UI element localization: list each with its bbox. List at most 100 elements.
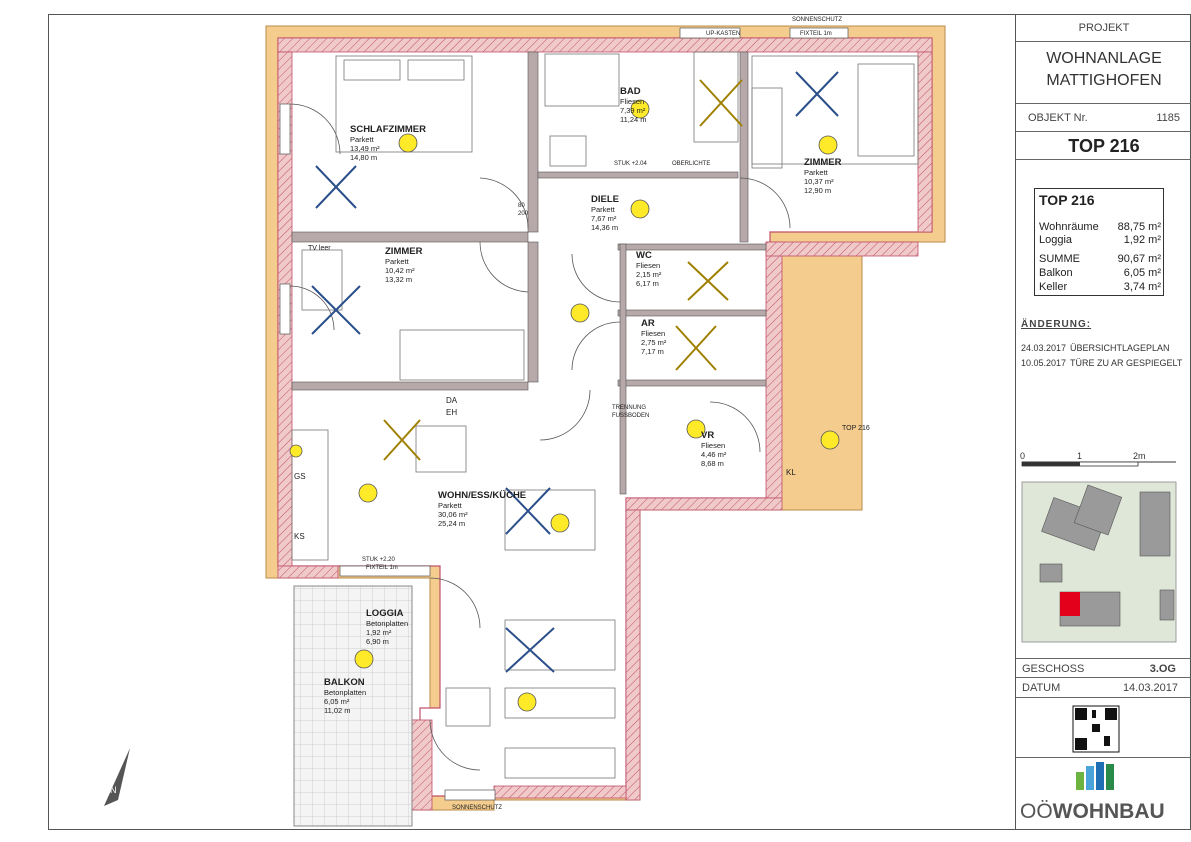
label-ks: KS [294,532,305,541]
objekt-label: OBJEKT Nr. [1028,112,1088,124]
room-floor: Parkett [804,168,828,177]
area-row-value: 1,92 m² [1123,234,1161,246]
project-name-row: WOHNANLAGE MATTIGHOFEN [1016,42,1191,104]
label-sonnenschutz: SONNENSCHUTZ [792,17,843,23]
furniture [291,51,919,779]
logo-text: OÖWOHNBAU [1020,800,1165,824]
room-area: 2,75 m² [641,338,667,347]
area-row-value: 3,74 m² [1123,281,1161,293]
room-name: BAD [620,86,641,97]
room-perimeter: 8,68 m [701,459,724,468]
area-row-label: Wohnräume [1039,221,1099,233]
area-row-value: 6,05 m² [1123,267,1161,279]
area-row-label: SUMME [1039,253,1080,265]
room-floor: Fliesen [641,329,666,338]
room-area: 7,39 m² [620,106,646,115]
room-name: LOGGIA [366,608,404,619]
wall-loggia-left [411,719,433,811]
room-perimeter: 14,80 m [350,153,378,162]
datum-row: DATUM 14.03.2017 [1016,678,1191,698]
room-floor: Parkett [438,501,462,510]
top-title: TOP 216 [1068,136,1140,156]
ceiling-lights [289,99,840,712]
room-area: 30,06 m² [438,510,468,519]
area-row-label: Loggia [1039,234,1073,246]
room-area: 4,46 m² [701,450,727,459]
room-area: 13,49 m² [350,144,380,153]
room-floor: Parkett [385,257,409,266]
room-floor: Parkett [591,205,615,214]
label-north: N [110,785,117,795]
label-up-kasten: UP-KASTEN [706,31,741,37]
logo-text-2: WOHNBAU [1052,800,1165,823]
change-date: 24.03.2017 [1021,343,1067,353]
room-floor: Betonplatten [366,619,409,628]
objekt-value: 1185 [1156,112,1180,124]
wall-living-right [625,509,641,801]
room-perimeter: 11,02 m [324,706,351,715]
room-floor: Fliesen [636,261,661,270]
room-name: DIELE [591,194,619,205]
room-bad: BAD Fliesen 7,39 m² 11,24 m [620,86,647,124]
room-perimeter: 25,24 m [438,519,466,528]
room-perimeter: 12,90 m [804,186,832,195]
wall-right-upper [917,51,933,233]
yellow-arrows [383,79,743,461]
wall-vr-right [765,241,783,499]
airflow-symbols [311,71,839,673]
label-oberlichte: OBERLICHTE [672,161,711,167]
scale-label: 2m [1133,451,1146,461]
change-date: 10.05.2017 [1021,358,1067,368]
room-name: ZIMMER [385,246,423,257]
room-name: AR [641,318,655,329]
label-da: DA [446,396,458,405]
room-perimeter: 6,90 m [366,637,389,646]
label-fussboden: FUSSBODEN [612,413,650,419]
scale-label: 1 [1077,451,1083,461]
label-trennung: TRENNUNG [612,405,646,411]
geschoss-value: 3.OG [1149,663,1176,675]
room-perimeter: 14,36 m [591,223,619,232]
qr-code [1072,705,1120,753]
site-plan-highlight [1060,592,1080,616]
wall-top [277,37,933,53]
wall-step [765,241,919,257]
room-wohn-ess-kueche: WOHN/ESS/KÜCHE Parkett 30,06 m² 25,24 m [438,490,526,528]
room-loggia: LOGGIA Betonplatten 1,92 m² 6,90 m [366,608,408,646]
room-perimeter: 13,32 m [385,275,413,284]
room-area: 10,37 m² [804,177,834,186]
label-gs: GS [294,472,306,481]
change-text: TÜRE ZU AR GESPIEGELT [1070,358,1183,368]
room-area: 1,92 m² [366,628,392,637]
label-stuk-220: STUK +2.20 [362,557,395,563]
qr-row [1016,698,1191,758]
area-table-title: TOP 216 [1039,192,1095,208]
label-eh: EH [446,408,458,417]
geschoss-label: GESCHOSS [1022,663,1085,675]
area-row-value: 88,75 m² [1117,221,1161,233]
projekt-label: PROJEKT [1078,22,1130,34]
top-title-row: TOP 216 [1016,132,1191,160]
area-row-label: Balkon [1039,267,1073,279]
interior-walls [291,51,767,495]
room-perimeter: 11,24 m [620,115,647,124]
label-fixteil-2: FIXTEIL 1m [366,565,398,571]
project-name-line-2: MATTIGHOFEN [1046,72,1162,89]
room-wc: WC Fliesen 2,15 m² 6,17 m [636,250,661,288]
room-zimmer-1: ZIMMER Parkett 10,37 m² 12,90 m [804,157,841,195]
north-arrow [104,748,130,806]
change-text: ÜBERSICHTLAGEPLAN [1070,343,1170,353]
wall-bottom-right [625,497,783,511]
area-row: Loggia 1,92 m² [1039,234,1161,246]
label-top: TOP 216 [842,425,870,432]
label-fixteil: FIXTEIL 1m [800,31,832,37]
label-door-height: 200 [518,211,529,217]
changes-heading: ÄNDERUNG: [1021,319,1092,330]
project-name-line-1: WOHNANLAGE [1046,50,1162,67]
door-swings [289,103,791,771]
datum-label: DATUM [1022,682,1061,694]
label-stuk-204: STUK +2.04 [614,161,647,167]
